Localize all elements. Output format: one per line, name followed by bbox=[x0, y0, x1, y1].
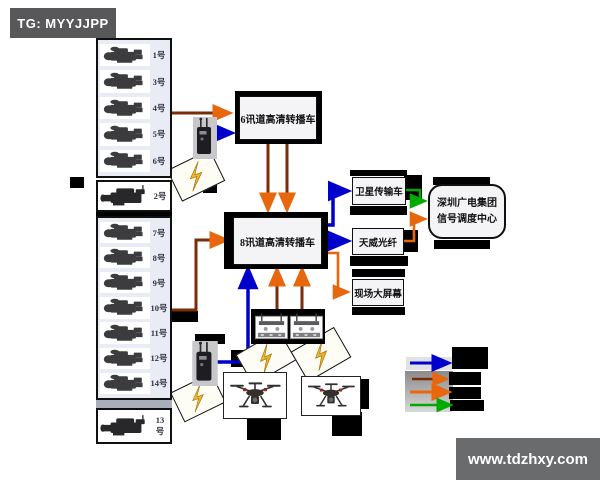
camcorder-13: 13号 bbox=[96, 408, 172, 444]
drone-image bbox=[301, 376, 361, 416]
camera-group-2: 7号 8号 9号 10号 11号 12号 14号 bbox=[96, 216, 172, 400]
camera-label: 7号 bbox=[152, 227, 166, 238]
camera-label: 3号 bbox=[152, 76, 166, 87]
camera-label: 4号 bbox=[152, 103, 166, 114]
camera-label: 2号 bbox=[153, 191, 167, 201]
camera-row: 10号 bbox=[100, 296, 168, 319]
camera-row: 9号 bbox=[100, 271, 168, 294]
wireless-receiver-icon bbox=[290, 312, 323, 340]
drone-image bbox=[223, 372, 287, 419]
camera-icon bbox=[100, 149, 150, 173]
wireless-transmitter-icon bbox=[192, 341, 218, 386]
camera-label: 6号 bbox=[152, 155, 166, 166]
splotch bbox=[195, 334, 225, 344]
legend-label-obscured bbox=[450, 400, 484, 411]
drone-icon bbox=[305, 380, 357, 412]
camera-row: 8号 bbox=[100, 246, 168, 269]
splotch bbox=[434, 240, 490, 249]
legend-label-obscured bbox=[452, 347, 488, 369]
camera-row: 5号 bbox=[100, 122, 168, 146]
camera-icon bbox=[100, 70, 150, 93]
truck8-label: 8讯道高清转播车 bbox=[240, 237, 315, 249]
camera-icon bbox=[100, 96, 150, 120]
camera-label: 5号 bbox=[152, 129, 166, 140]
wireless-receiver-icon bbox=[255, 312, 288, 340]
camera-row: 3号 bbox=[100, 69, 168, 93]
camera-row: 6号 bbox=[100, 149, 168, 173]
truck6-box: 6讯道高清转播车 bbox=[239, 96, 317, 140]
tg-code-badge: TG: MYYJJPP bbox=[10, 8, 116, 38]
camera-label: 10号 bbox=[150, 302, 168, 313]
satellite-truck-box: 卫星传输车 bbox=[352, 177, 406, 205]
divider-bar bbox=[96, 400, 172, 408]
big-screen-box: 现场大屏幕 bbox=[352, 279, 404, 306]
camera-label: 11号 bbox=[150, 328, 168, 339]
camera-label: 12号 bbox=[150, 353, 168, 364]
big-screen-label: 现场大屏幕 bbox=[354, 289, 402, 300]
dispatch-center-line1: 深圳广电集团 bbox=[437, 198, 497, 209]
satellite-truck-label: 卫星传输车 bbox=[355, 188, 403, 198]
splotch bbox=[332, 412, 362, 436]
wireless-transmitter-icon bbox=[193, 117, 217, 159]
camera-icon bbox=[100, 221, 150, 244]
camera-label: 9号 bbox=[152, 277, 166, 288]
splotch bbox=[352, 269, 405, 277]
camera-icon bbox=[100, 372, 150, 395]
camera-row: 11号 bbox=[100, 322, 168, 345]
camera-icon bbox=[100, 43, 150, 67]
drone-icon bbox=[227, 378, 283, 414]
tg-code-text: TG: MYYJJPP bbox=[17, 15, 109, 31]
camera-icon bbox=[100, 247, 150, 269]
website-text: www.tdzhxy.com bbox=[467, 450, 588, 468]
camera-icon bbox=[100, 272, 150, 294]
splotch bbox=[350, 170, 407, 176]
camera-label: 13号 bbox=[155, 415, 165, 436]
camcorder-icon bbox=[100, 415, 152, 438]
camera-row: 14号 bbox=[100, 372, 168, 395]
camera-row: 7号 bbox=[100, 221, 168, 244]
camera-row: 1号 bbox=[100, 43, 168, 67]
camera-label: 8号 bbox=[152, 252, 166, 263]
camcorder-2: 2号 bbox=[96, 180, 172, 212]
camera-row: 12号 bbox=[100, 347, 168, 370]
splotch bbox=[433, 177, 490, 185]
splotch bbox=[350, 256, 408, 266]
camera-row: 4号 bbox=[100, 96, 168, 120]
dispatch-center-box: 深圳广电集团 信号调度中心 bbox=[428, 184, 506, 239]
camera-label: 14号 bbox=[150, 378, 168, 389]
truck6-label: 6讯道高清转播车 bbox=[240, 114, 316, 126]
truck8-box: 8讯道高清转播车 bbox=[233, 217, 322, 265]
legend-label-obscured bbox=[449, 387, 481, 399]
splotch bbox=[70, 177, 84, 188]
splotch bbox=[350, 206, 407, 215]
legend-label-obscured bbox=[449, 372, 481, 385]
camera-icon bbox=[100, 347, 150, 369]
camera-label: 1号 bbox=[152, 50, 166, 61]
camera-icon bbox=[100, 123, 150, 146]
dispatch-center-line2: 信号调度中心 bbox=[437, 213, 497, 225]
camera-icon bbox=[100, 297, 150, 319]
fiber-label: 天威光纤 bbox=[358, 238, 397, 249]
splotch bbox=[352, 307, 405, 315]
camera-icon bbox=[100, 322, 150, 344]
splotch bbox=[96, 210, 172, 216]
splotch bbox=[165, 311, 198, 322]
fiber-box: 天威光纤 bbox=[352, 228, 404, 255]
website-badge: www.tdzhxy.com bbox=[456, 438, 600, 480]
camcorder-icon bbox=[100, 185, 152, 208]
camera-group-1: 1号 3号 4号 5号 6号 bbox=[96, 38, 172, 178]
